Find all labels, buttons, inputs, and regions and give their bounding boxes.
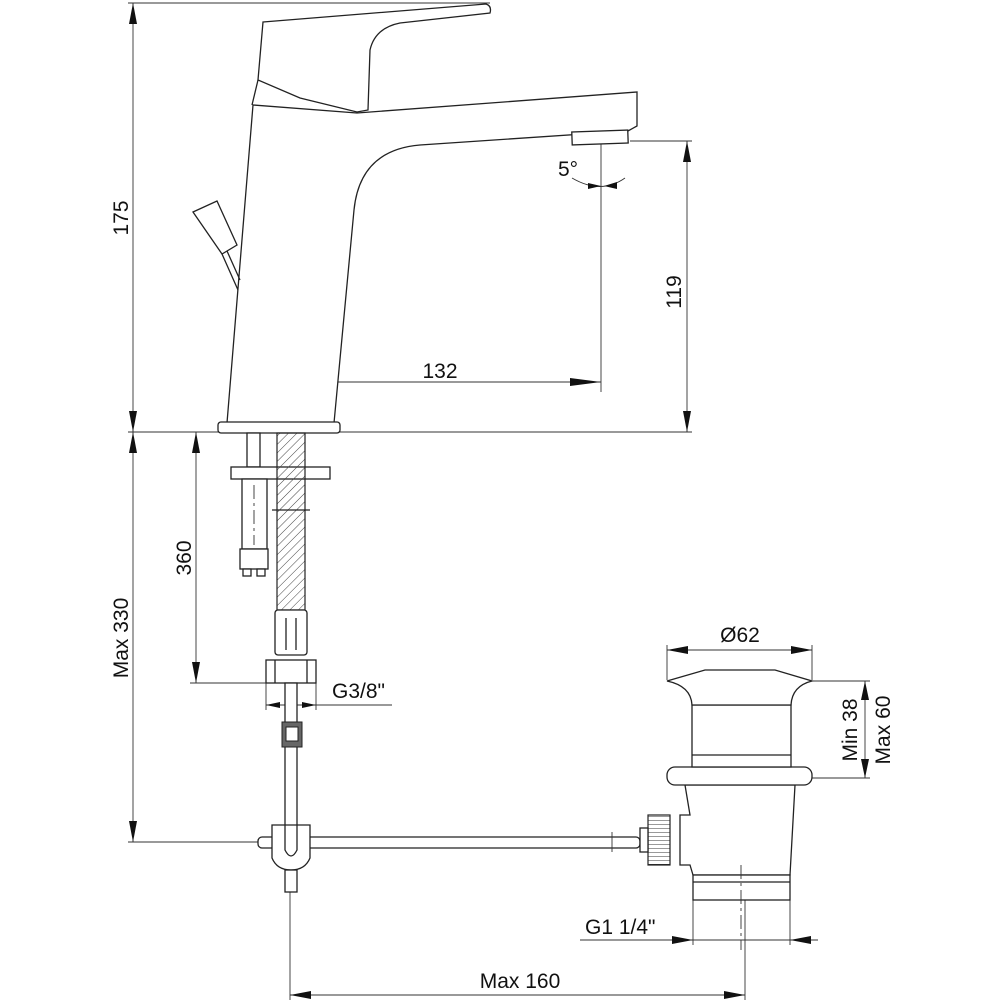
dim-waste-max: Max 60: [872, 696, 895, 765]
mounting-kit: [230, 432, 331, 577]
dim-max-rod-reach: Max 160: [480, 970, 561, 993]
pop-up-waste: [639, 669, 815, 950]
dim-spout-reach: 132: [422, 360, 457, 383]
dim-waste-min: Min 38: [839, 698, 862, 761]
dim-max-rod-depth: Max 330: [110, 598, 133, 679]
dim-total-height: 175: [110, 200, 133, 235]
dim-hose-length: 360: [173, 540, 196, 575]
flexible-hose: [265, 432, 317, 836]
dim-spout-angle: 5°: [558, 158, 578, 181]
dim-waste-thread: G1 1/4": [585, 916, 656, 939]
waste-rod: [257, 824, 641, 893]
dim-hose-thread: G3/8": [332, 680, 385, 703]
faucet-body: [217, 3, 638, 434]
dim-spout-height: 119: [663, 275, 686, 308]
pop-up-pull-rod: [192, 200, 241, 291]
dim-waste-diameter: Ø62: [720, 624, 760, 647]
